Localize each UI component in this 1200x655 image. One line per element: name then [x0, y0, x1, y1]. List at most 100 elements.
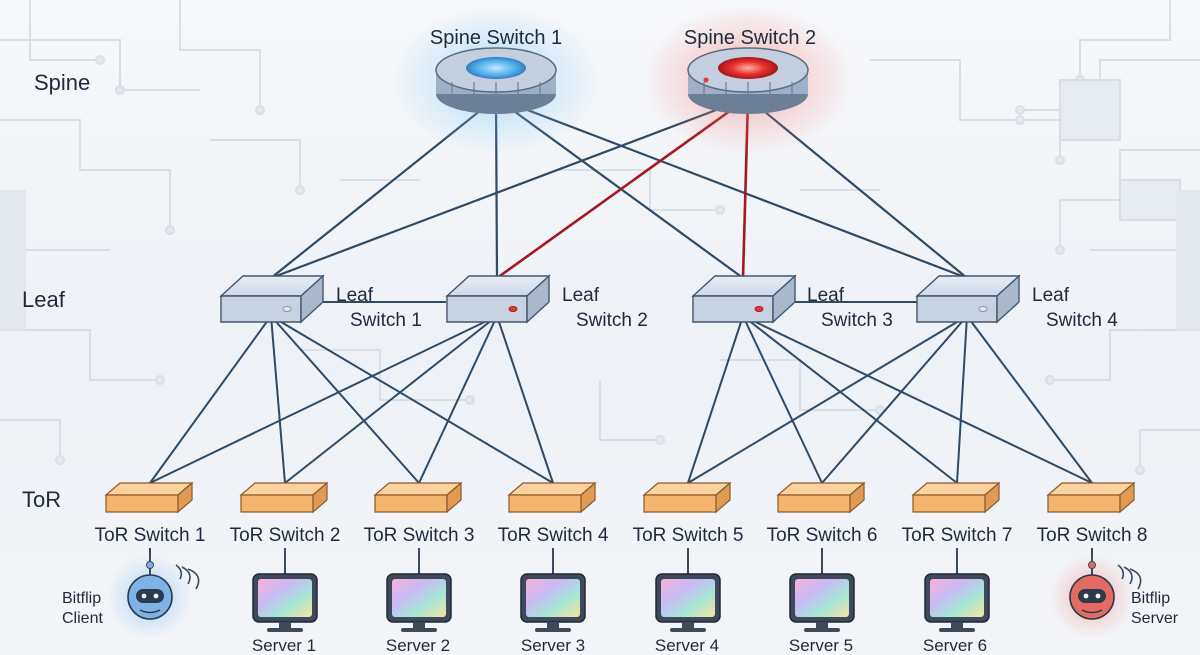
tor-side-face	[1119, 481, 1135, 514]
wifi-signal-icon	[175, 564, 183, 580]
monitor-neck	[279, 622, 291, 628]
leaf-switch-2-label-line2: Switch 2	[576, 310, 648, 331]
circuit-node	[1015, 105, 1025, 115]
leaf-led	[978, 306, 988, 312]
leaf-tor-link	[742, 315, 823, 484]
leaf-tor-link	[966, 315, 1093, 484]
tor-switch-8-label: ToR Switch 8	[1036, 525, 1148, 546]
server-1-label: Server 1	[251, 636, 317, 655]
server-2-monitor	[386, 573, 452, 632]
leaf-side-face	[300, 274, 324, 324]
tor-switch-2	[239, 481, 329, 514]
leaf-switch-4	[915, 274, 1021, 324]
tor-front-face	[508, 494, 582, 513]
tor-switch-3	[373, 481, 463, 514]
leaf-led	[754, 306, 764, 312]
circuit-node	[465, 395, 475, 405]
circuit-trace	[300, 349, 470, 401]
tor-switch-1-label: ToR Switch 1	[94, 525, 206, 546]
server-4-label: Server 4	[654, 636, 720, 655]
leaf-tor-link	[270, 315, 420, 484]
bitflip-server-label-line2: Server	[1131, 610, 1179, 627]
monitor-neck	[547, 622, 559, 628]
server-4-monitor	[655, 573, 721, 632]
leaf-switch-2-label: Leaf Switch 2	[562, 283, 648, 333]
spine-switch-1-label: Spine Switch 1	[429, 27, 563, 49]
monitor-stand	[670, 628, 706, 632]
spine-switch-2-label: Spine Switch 2	[683, 27, 817, 49]
tor-switch-3-label: ToR Switch 3	[363, 525, 475, 546]
bitflip-client-label: Bitflip Client	[62, 589, 103, 629]
circuit-node	[295, 185, 305, 195]
devices-layer	[104, 5, 1142, 639]
server-1-monitor	[252, 573, 318, 632]
bot-eye	[153, 593, 159, 599]
tor-side-face	[984, 481, 1000, 514]
bot-mouth	[139, 609, 161, 614]
tor-front-face	[374, 494, 448, 513]
leaf-switch-2-label-line1: Leaf	[562, 285, 599, 306]
leaf-tor-link	[270, 315, 554, 484]
circuit-trace	[1079, 0, 1171, 80]
monitor-neck	[682, 622, 694, 628]
circuit-node	[1045, 375, 1055, 385]
tor-top-face	[1046, 482, 1136, 496]
tor-top-face	[911, 482, 1001, 496]
circuit-node	[655, 435, 665, 445]
tor-front-face	[777, 494, 851, 513]
tor-switch-6	[776, 481, 866, 514]
tor-switch-8	[1046, 481, 1136, 514]
monitor-neck	[413, 622, 425, 628]
server-2-label: Server 2	[385, 636, 451, 655]
chip-shape	[1059, 79, 1121, 141]
spine-switch-2	[643, 5, 853, 155]
leaf-switch-1-label-line2: Switch 1	[350, 310, 422, 331]
leaf-led	[508, 306, 518, 312]
circuit-node	[1055, 155, 1065, 165]
circuit-node	[715, 205, 725, 215]
tor-front-face	[643, 494, 717, 513]
server-5-label: Server 5	[788, 636, 854, 655]
tor-top-face	[507, 482, 597, 496]
monitor-stand	[267, 628, 303, 632]
circuit-node	[875, 405, 885, 415]
wifi-signal-icon	[1117, 564, 1125, 580]
monitor-neck	[951, 622, 963, 628]
bitflip-client-label-line2: Client	[62, 610, 103, 627]
circuit-trace	[720, 359, 880, 411]
wifi-signal-icon	[1129, 568, 1142, 590]
circuit-node	[95, 55, 105, 65]
server-6-label: Server 6	[922, 636, 988, 655]
leaf-tor-link	[742, 315, 958, 484]
server-6-monitor	[924, 573, 990, 632]
monitor-stand	[939, 628, 975, 632]
circuit-trace	[599, 380, 660, 441]
monitor-stand	[535, 628, 571, 632]
wifi-signal-icon	[1123, 566, 1133, 585]
monitor-screen	[258, 579, 312, 617]
tor-switch-5-label: ToR Switch 5	[632, 525, 744, 546]
tor-front-face	[240, 494, 314, 513]
server-3-monitor	[520, 573, 586, 632]
circuit-trace	[870, 59, 1020, 121]
bot-visor	[136, 589, 164, 603]
tier-label-leaf: Leaf	[22, 287, 65, 312]
leaf-tor-link	[742, 315, 1093, 484]
leaf-tor-link	[821, 315, 968, 484]
tor-top-face	[104, 482, 194, 496]
tor-side-face	[849, 481, 865, 514]
bot-mouth	[1081, 609, 1103, 614]
circuit-trace	[1050, 329, 1200, 381]
bitflip-server-label-line1: Bitflip	[1131, 590, 1171, 607]
chip-shape	[1119, 179, 1181, 221]
monitor-stand	[401, 628, 437, 632]
bot-eye	[141, 593, 147, 599]
leaf-tor-link	[270, 315, 286, 484]
leaf-switch-3-label-line1: Leaf	[807, 285, 844, 306]
tor-top-face	[776, 482, 866, 496]
monitor-neck	[816, 622, 828, 628]
circuit-node	[255, 105, 265, 115]
circuit-background	[0, 0, 1200, 475]
